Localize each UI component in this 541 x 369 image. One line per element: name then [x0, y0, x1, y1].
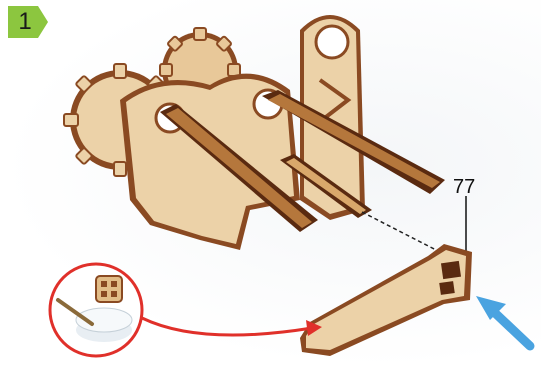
- insert-direction-arrow-icon: [476, 296, 530, 346]
- part-number-label: 77: [453, 176, 475, 199]
- step-number: 1: [8, 6, 42, 38]
- glue-applicator-icon: [50, 264, 142, 356]
- glue-transfer-arrow-icon: [142, 318, 322, 336]
- step-number-badge: 1: [8, 6, 48, 38]
- part-77-lever: [300, 244, 472, 356]
- alignment-guide-line: [362, 212, 440, 252]
